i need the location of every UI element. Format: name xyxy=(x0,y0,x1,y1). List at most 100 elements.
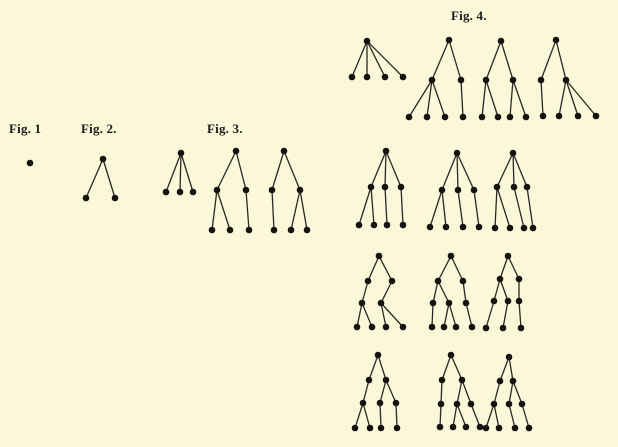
tree-node xyxy=(429,299,437,307)
fig3-label: Fig. 3. xyxy=(207,121,243,136)
tree-edge xyxy=(370,150,387,188)
tree-node xyxy=(382,323,390,331)
tree-node xyxy=(453,400,461,408)
tree-node xyxy=(520,224,528,232)
tree-node xyxy=(493,183,501,191)
tree-edge xyxy=(384,150,387,188)
tree-edge xyxy=(540,79,544,117)
tree-edge xyxy=(457,189,464,228)
tree-node xyxy=(525,424,533,432)
fig2-label: Fig. 2. xyxy=(81,121,117,136)
tree-node xyxy=(355,221,363,229)
fig4-tree-5 xyxy=(355,147,407,229)
tree-edge xyxy=(385,150,402,188)
tree-edge xyxy=(496,152,514,188)
tree-edge xyxy=(429,189,443,228)
tree-edge xyxy=(85,158,104,199)
tree-edge xyxy=(499,278,509,302)
fig4-tree-12 xyxy=(436,351,484,431)
tree-edge xyxy=(385,379,397,404)
tree-node xyxy=(537,76,545,84)
tree-node xyxy=(509,76,517,84)
tree-node xyxy=(377,299,385,307)
tree-edge xyxy=(508,380,514,405)
tree-node xyxy=(496,377,504,385)
tree-node xyxy=(358,299,366,307)
tree-node xyxy=(348,73,356,81)
tree-node xyxy=(368,323,376,331)
tree-edge xyxy=(496,186,511,229)
tree-node xyxy=(515,275,523,283)
tree-edge xyxy=(456,403,467,428)
tree-node xyxy=(482,76,490,84)
tree-edge xyxy=(179,152,182,193)
fig2-tree xyxy=(82,155,119,202)
tree-node xyxy=(388,277,396,285)
fig4-tree-13 xyxy=(482,353,533,432)
tree-edge xyxy=(456,152,459,191)
fig3-tree-a xyxy=(162,149,197,196)
tree-edge xyxy=(558,79,567,117)
tree-node xyxy=(374,351,382,359)
tree-node xyxy=(383,221,391,229)
tree-edge xyxy=(565,79,579,117)
tree-edge xyxy=(481,79,487,118)
tree-node xyxy=(226,226,234,234)
tree-node xyxy=(242,186,250,194)
tree-edge xyxy=(485,403,495,429)
tree-edge xyxy=(493,278,501,302)
tree-node xyxy=(376,399,384,407)
tree-node xyxy=(555,112,563,120)
tree-node xyxy=(453,149,461,157)
tree-node xyxy=(490,400,498,408)
tree-node xyxy=(177,149,185,157)
tree-node xyxy=(303,226,311,234)
tree-edge xyxy=(540,39,557,81)
tree-node xyxy=(399,323,407,331)
fig4-tree-11 xyxy=(351,351,401,432)
tree-node xyxy=(470,186,478,194)
tree-node xyxy=(26,159,34,167)
tree-node xyxy=(434,277,442,285)
tree-edge xyxy=(439,403,442,428)
tree-node xyxy=(440,323,448,331)
tree-edge xyxy=(513,186,525,229)
tree-node xyxy=(592,112,600,120)
tree-node xyxy=(436,423,444,431)
tree-node xyxy=(99,155,107,163)
tree-edge xyxy=(299,189,308,231)
tree-edge xyxy=(448,39,462,81)
tree-node xyxy=(468,323,476,331)
tree-node xyxy=(457,76,465,84)
tree-node xyxy=(375,252,383,260)
tree-node xyxy=(509,149,517,157)
tree-edge xyxy=(461,379,472,405)
tree-edge xyxy=(379,402,382,429)
tree-edge xyxy=(500,40,514,81)
tree-edge xyxy=(235,150,247,191)
tree-edge xyxy=(512,152,515,188)
tree-node xyxy=(426,223,434,231)
tree-node xyxy=(445,299,453,307)
tree-edge xyxy=(366,40,386,78)
tree-node xyxy=(423,113,431,121)
tree-node xyxy=(399,221,407,229)
tree-node xyxy=(366,424,374,432)
tree-node xyxy=(189,188,197,196)
fig4-tree-7 xyxy=(491,149,537,232)
tree-edge xyxy=(400,186,404,226)
tree-node xyxy=(462,423,470,431)
tree-node xyxy=(505,400,513,408)
tree-edge xyxy=(362,379,370,404)
tree-node xyxy=(518,400,526,408)
tree-edge xyxy=(508,356,514,382)
tree-node xyxy=(462,299,470,307)
tree-node xyxy=(452,323,460,331)
tree-edge xyxy=(432,280,439,304)
tree-edge xyxy=(485,300,495,329)
tree-node xyxy=(523,183,531,191)
tree-node xyxy=(562,76,570,84)
tree-node xyxy=(445,36,453,44)
fig1-label: Fig. 1 xyxy=(9,121,42,136)
